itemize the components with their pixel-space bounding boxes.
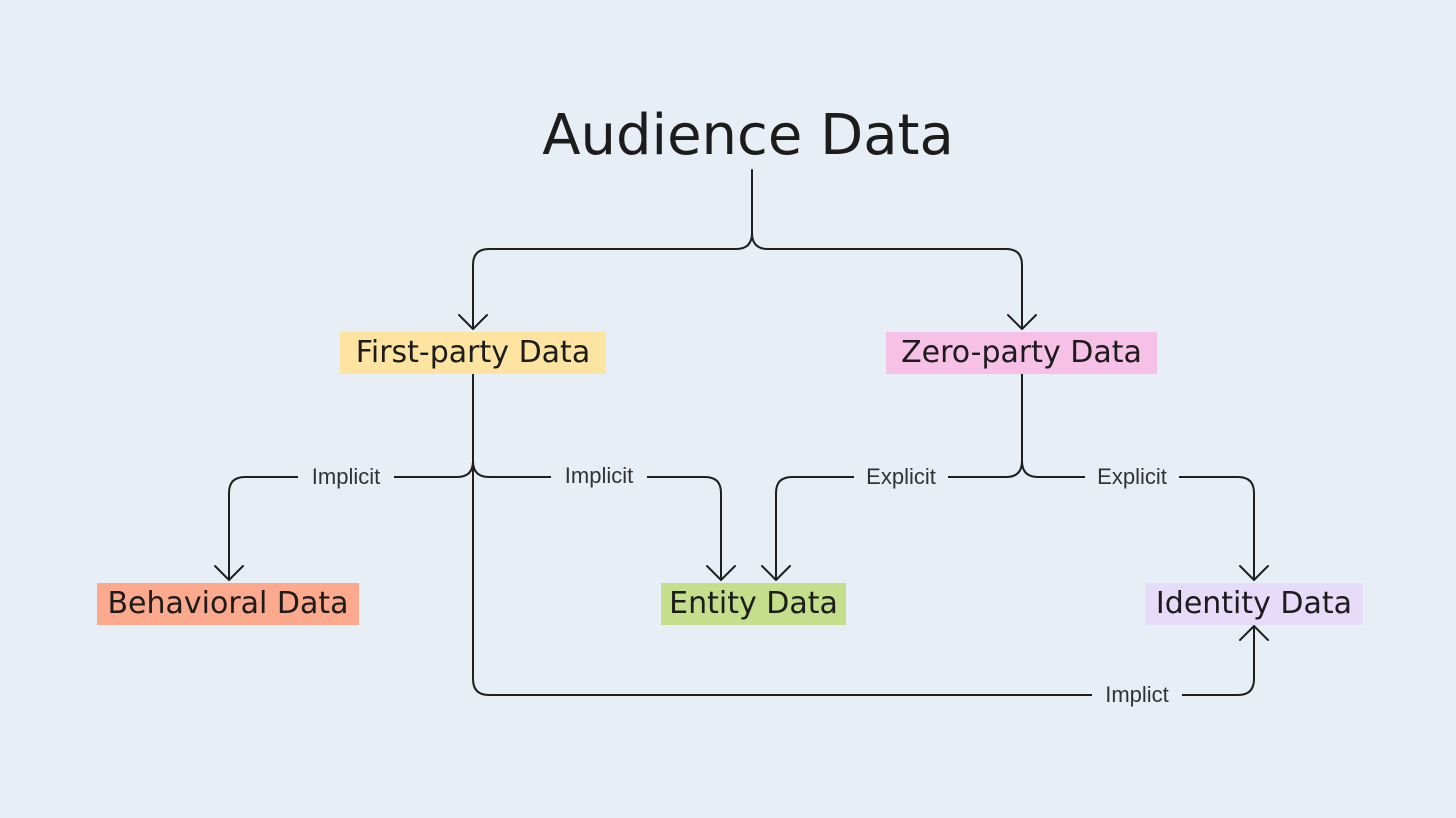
node-behavioral-data: Behavioral Data — [97, 583, 359, 625]
node-identity-label: Identity Data — [1155, 586, 1353, 621]
edge-label-first-party-behavioral: Implicit — [298, 463, 394, 491]
node-entity-label: Entity Data — [669, 586, 838, 621]
node-first-party-label: First-party Data — [355, 335, 591, 370]
node-zero-party-label: Zero-party Data — [901, 335, 1142, 370]
arrowhead-entity-implicit — [706, 565, 736, 581]
node-zero-party-data: Zero-party Data — [886, 332, 1157, 374]
arrowhead-identity-implicit — [1239, 625, 1269, 641]
arrowhead-identity-explicit — [1239, 565, 1269, 581]
connector-audience-split — [472, 169, 1023, 329]
node-identity-data: Identity Data — [1145, 583, 1363, 625]
arrowhead-first-party — [458, 314, 488, 330]
diagram-title: Audience Data — [542, 103, 954, 168]
edge-label-first-party-entity: Implicit — [551, 462, 647, 490]
edge-label-first-party-identity: Implict — [1092, 681, 1182, 709]
arrowhead-zero-party — [1007, 314, 1037, 330]
connector-first-party-entity — [472, 460, 722, 580]
arrowhead-behavioral — [214, 565, 244, 581]
node-behavioral-label: Behavioral Data — [107, 586, 349, 621]
connector-first-party-identity — [472, 460, 1255, 696]
arrowhead-entity-explicit — [761, 565, 791, 581]
node-entity-data: Entity Data — [661, 583, 846, 625]
edge-label-zero-party-entity: Explicit — [854, 463, 948, 491]
node-first-party-data: First-party Data — [340, 332, 606, 374]
connector-zero-party-identity — [1021, 460, 1255, 580]
edge-label-zero-party-identity: Explicit — [1085, 463, 1179, 491]
